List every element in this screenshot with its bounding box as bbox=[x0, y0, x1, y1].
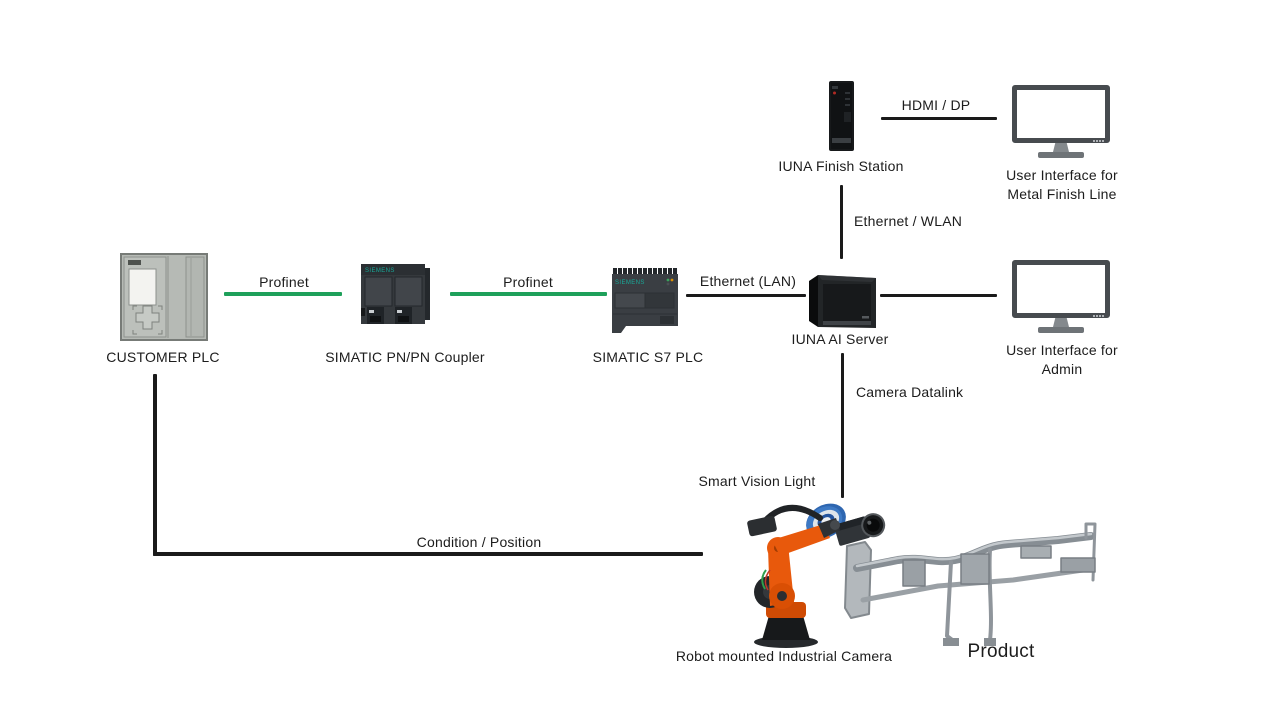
siemens-logo-text: SIEMENS bbox=[615, 280, 645, 286]
customer-plc-device bbox=[120, 253, 208, 341]
camera-icon bbox=[834, 513, 886, 546]
camera-datalink-line bbox=[841, 353, 844, 498]
ethernet-lan-line bbox=[686, 294, 806, 297]
profinet-label-2: Profinet bbox=[503, 274, 553, 290]
pnpn-coupler-device: SIEMENS bbox=[359, 258, 431, 332]
server-to-admin-ui-line bbox=[880, 294, 997, 297]
ethernet-lan-label: Ethernet (LAN) bbox=[699, 273, 797, 289]
condition-position-vline bbox=[153, 374, 157, 556]
robot-device bbox=[736, 492, 840, 650]
ethernet-wlan-label: Ethernet / WLAN bbox=[854, 213, 963, 229]
mini-pc-icon bbox=[829, 81, 854, 151]
condition-position-hline bbox=[153, 552, 703, 556]
product-image bbox=[843, 520, 1105, 658]
ai-server-device bbox=[806, 271, 878, 331]
industrial-camera-device bbox=[834, 510, 886, 550]
metal-frame-icon bbox=[844, 522, 1097, 646]
finish-station-device bbox=[828, 80, 855, 152]
coupler-icon: SIEMENS bbox=[361, 264, 430, 324]
camera-datalink-label: Camera Datalink bbox=[856, 384, 964, 400]
condition-position-label: Condition / Position bbox=[416, 534, 542, 550]
s7-plc-label: SIMATIC S7 PLC bbox=[592, 349, 704, 365]
vision-light-label: Smart Vision Light bbox=[698, 473, 816, 489]
monitor-buttons-icon bbox=[1093, 315, 1104, 317]
monitor-buttons-icon bbox=[1093, 140, 1104, 142]
customer-plc-label: CUSTOMER PLC bbox=[106, 349, 220, 365]
finish-station-label: IUNA Finish Station bbox=[778, 158, 904, 174]
monitor-neck bbox=[1053, 318, 1069, 327]
ui-metal-line2: Metal Finish Line bbox=[1007, 186, 1117, 202]
siemens-logo-text: SIEMENS bbox=[365, 268, 395, 274]
monitor-screen-icon bbox=[1012, 85, 1110, 143]
ui-admin-line1: User Interface for bbox=[1006, 342, 1118, 358]
ui-admin-line2: Admin bbox=[1041, 361, 1083, 377]
profinet-label-1: Profinet bbox=[259, 274, 309, 290]
ai-server-label: IUNA AI Server bbox=[791, 331, 889, 347]
monitor-screen-icon bbox=[1012, 260, 1110, 318]
server-cube-icon bbox=[809, 275, 876, 328]
s7-plc-icon: SIEMENS bbox=[612, 268, 678, 333]
pnpn-coupler-label: SIMATIC PN/PN Coupler bbox=[325, 349, 485, 365]
monitor-neck bbox=[1053, 143, 1069, 152]
hdmi-dp-line bbox=[881, 117, 997, 120]
ui-admin-monitor bbox=[1012, 260, 1110, 333]
s7-plc-device: SIEMENS bbox=[610, 268, 682, 334]
ui-metal-line1: User Interface for bbox=[1006, 167, 1118, 183]
profinet-line-2 bbox=[450, 292, 607, 296]
robot-label: Robot mounted Industrial Camera bbox=[675, 648, 893, 664]
monitor-base bbox=[1038, 152, 1084, 158]
profinet-line-1 bbox=[224, 292, 342, 296]
robot-arm-icon bbox=[747, 504, 840, 648]
hdmi-dp-label: HDMI / DP bbox=[901, 97, 971, 113]
ui-metal-finish-monitor bbox=[1012, 85, 1110, 158]
monitor-base bbox=[1038, 327, 1084, 333]
product-label: Product bbox=[967, 641, 1035, 662]
ethernet-wlan-line bbox=[840, 185, 843, 259]
plc-icon bbox=[120, 253, 208, 341]
